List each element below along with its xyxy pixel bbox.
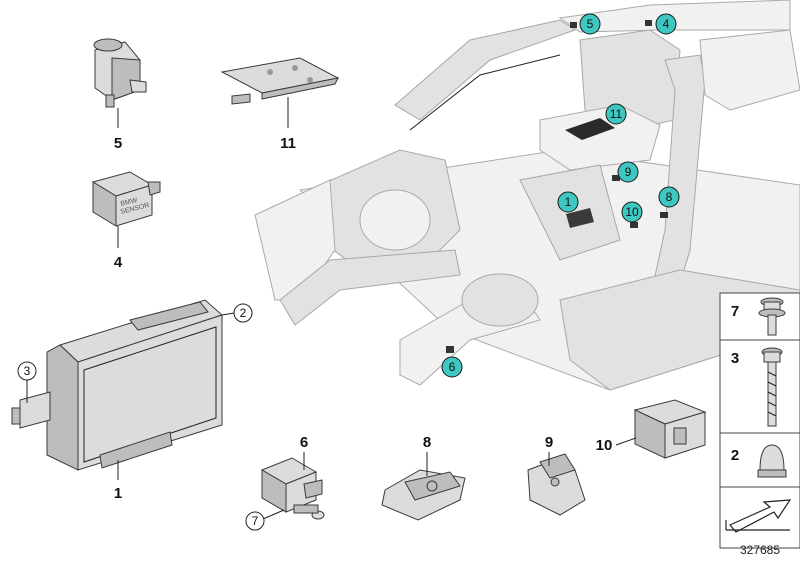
svg-text:3: 3 bbox=[731, 350, 739, 367]
label-part-10: 10 bbox=[596, 437, 613, 454]
callout-1[interactable]: 1 bbox=[557, 191, 579, 213]
drawing-number: 327685 bbox=[740, 543, 780, 557]
svg-text:10: 10 bbox=[625, 205, 639, 219]
svg-text:11: 11 bbox=[610, 107, 623, 121]
label-part-4: 4 bbox=[114, 254, 123, 271]
label-part-8: 8 bbox=[423, 434, 431, 451]
label-part-6: 6 bbox=[300, 434, 308, 451]
legend-row-7: 7 bbox=[731, 297, 786, 336]
hardware-legend: 7 3 2 bbox=[719, 292, 800, 549]
orientation-arrow-icon bbox=[725, 499, 792, 533]
part-9-holder bbox=[527, 453, 586, 516]
label-part-7-ring: 7 bbox=[245, 511, 265, 531]
part-5-sensor bbox=[93, 38, 147, 108]
svg-text:2: 2 bbox=[731, 447, 739, 464]
label-part-5: 5 bbox=[114, 135, 122, 152]
label-part-3: 3 bbox=[17, 361, 37, 381]
part-8-bracket bbox=[381, 469, 466, 521]
svg-text:3: 3 bbox=[24, 364, 31, 378]
legend-row-3: 3 bbox=[731, 347, 783, 427]
svg-text:7: 7 bbox=[731, 303, 739, 320]
svg-text:7: 7 bbox=[252, 514, 259, 528]
label-part-1: 1 bbox=[114, 485, 122, 502]
label-part-2: 2 bbox=[233, 303, 253, 323]
svg-text:5: 5 bbox=[587, 17, 594, 31]
callout-9[interactable]: 9 bbox=[617, 161, 639, 183]
svg-text:8: 8 bbox=[666, 190, 673, 204]
svg-text:9: 9 bbox=[625, 165, 632, 179]
callout-4[interactable]: 4 bbox=[655, 13, 677, 35]
callout-8[interactable]: 8 bbox=[658, 186, 680, 208]
callout-5[interactable]: 5 bbox=[579, 13, 601, 35]
label-part-11: 11 bbox=[280, 135, 296, 152]
svg-text:6: 6 bbox=[449, 360, 456, 374]
svg-text:4: 4 bbox=[663, 17, 670, 31]
callout-10[interactable]: 10 bbox=[621, 201, 643, 223]
callout-6[interactable]: 6 bbox=[441, 356, 463, 378]
part-6-sensor bbox=[260, 457, 325, 520]
car-body-shell bbox=[254, 0, 800, 391]
callout-11[interactable]: 11 bbox=[605, 103, 627, 125]
svg-text:2: 2 bbox=[240, 306, 247, 320]
svg-text:BMW: BMW bbox=[120, 197, 139, 208]
part-10-clip bbox=[633, 399, 707, 459]
part-4-sensor-block: BMW SENSOR bbox=[91, 171, 161, 227]
part-1-control-unit bbox=[11, 299, 223, 471]
svg-text:1: 1 bbox=[565, 195, 572, 209]
label-part-9: 9 bbox=[545, 434, 553, 451]
part-11-plate bbox=[220, 57, 340, 105]
legend-row-2: 2 bbox=[731, 444, 787, 478]
